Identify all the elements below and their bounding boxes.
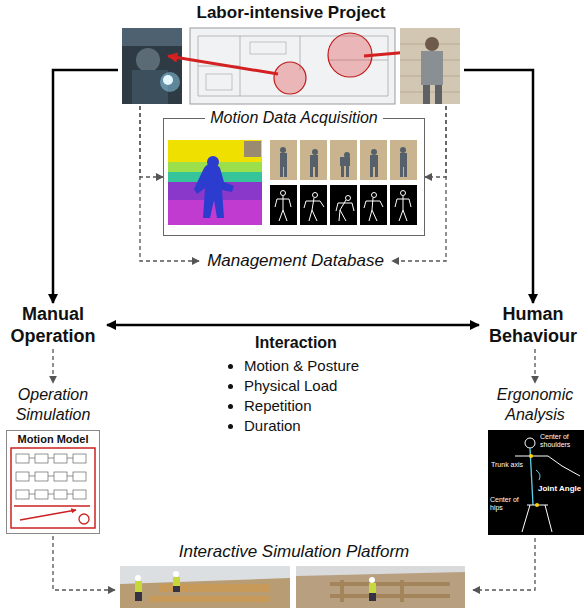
- dashed-arrow: [52, 349, 53, 383]
- node-heading: Operation Simulation: [3, 385, 103, 425]
- mason-photo: [400, 28, 460, 104]
- flow-arrow: [53, 70, 118, 303]
- dashed-arrow: [473, 538, 535, 590]
- project-group: Labor-intensive Project: [118, 2, 464, 106]
- node-heading: Manual Operation: [3, 303, 103, 347]
- node-heading: Ergonomic Analysis: [485, 385, 585, 425]
- simulation-screens: [120, 566, 465, 608]
- figure-label: Trunk axis: [491, 461, 525, 469]
- motion-model-box: Motion Model: [6, 430, 100, 534]
- dashed-arrow: [425, 106, 446, 177]
- figure-label: Center of hips: [490, 496, 524, 512]
- flow-arrow: [107, 324, 479, 327]
- node-heading: Motion Model: [9, 432, 97, 446]
- site-plan: [168, 28, 432, 104]
- acquisition-box: Motion Data Acquisition: [163, 118, 425, 236]
- bullet-item: Repetition: [244, 396, 380, 416]
- bullet-list: Motion & PosturePhysical LoadRepetitionD…: [226, 356, 380, 436]
- node-heading: Interactive Simulation Platform: [115, 541, 473, 563]
- ergonomic-box: Ergonomic Analysis: [485, 385, 585, 536]
- skeleton-frames: [270, 140, 417, 225]
- figure-label: Center of shoulders: [540, 433, 584, 449]
- depth-image: [168, 140, 262, 225]
- dashed-arrow: [53, 536, 115, 590]
- interaction-box: InteractionMotion & PosturePhysical Load…: [212, 333, 380, 436]
- figure-label: Joint Angle: [538, 484, 581, 494]
- bullet-item: Motion & Posture: [244, 356, 380, 376]
- platform-box: Interactive Simulation Platform: [115, 541, 473, 608]
- operation-box: Manual Operation: [3, 303, 103, 347]
- simulation-box: Operation Simulation: [3, 385, 103, 425]
- bullet-item: Duration: [244, 416, 380, 436]
- dashed-arrow: [534, 349, 535, 383]
- motion-model-chart: [11, 448, 95, 528]
- node-heading: Management Database: [207, 250, 384, 272]
- node-heading: Motion Data Acquisition: [205, 108, 383, 128]
- node-heading: Interaction: [212, 333, 380, 353]
- database-box: Management Database: [199, 248, 392, 274]
- behaviour-box: Human Behaviour: [483, 303, 583, 347]
- node-heading: Labor-intensive Project: [118, 2, 464, 24]
- bullet-item: Physical Load: [244, 376, 380, 396]
- dashed-arrow: [392, 106, 446, 261]
- node-heading: Human Behaviour: [483, 303, 583, 347]
- ergonomic-skeleton: [488, 430, 584, 535]
- flow-arrow: [464, 70, 533, 303]
- dashed-arrow: [140, 106, 163, 177]
- welder-photo: [122, 28, 182, 104]
- dashed-arrow: [140, 106, 199, 261]
